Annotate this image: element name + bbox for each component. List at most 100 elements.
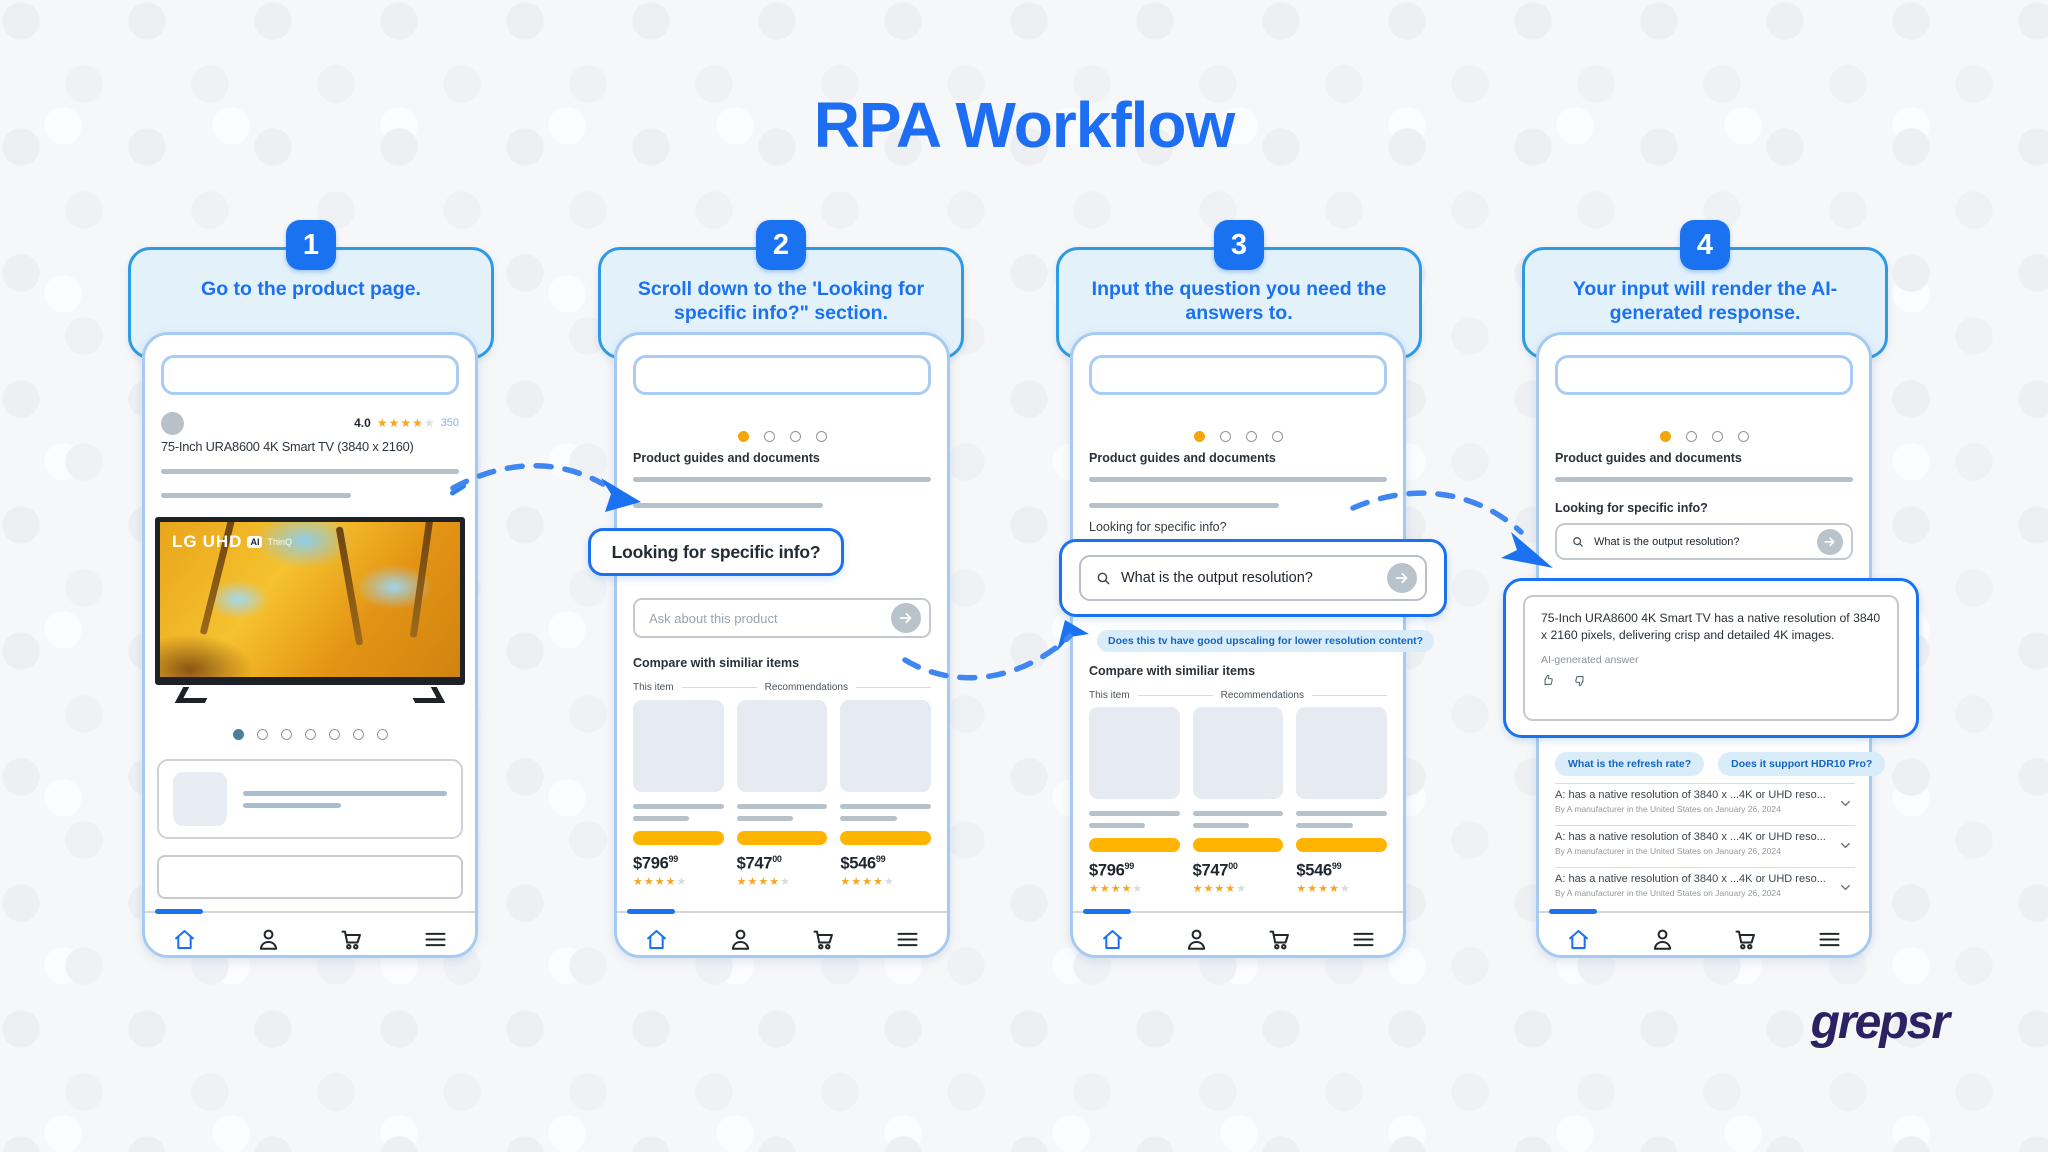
rating-stars — [1193, 884, 1284, 895]
rating-value: 4.0 — [354, 416, 371, 430]
text-placeholder-line — [633, 503, 823, 508]
menu-icon[interactable] — [1350, 926, 1377, 953]
page-dot-active[interactable] — [1659, 431, 1671, 442]
user-icon[interactable] — [727, 926, 754, 953]
action-placeholder-box — [157, 855, 463, 899]
chevron-down-icon[interactable] — [1838, 838, 1853, 853]
thumbs-up-icon[interactable] — [1541, 673, 1556, 693]
compare-product-card[interactable]: $54699 — [1296, 707, 1388, 895]
phone-mockup-1: 4.0 350 75-Inch URA8600 4K Smart TV (384… — [142, 332, 478, 958]
qa-accordion-row[interactable]: A: has a native resolution of 3840 x ...… — [1555, 825, 1855, 867]
search-input[interactable] — [1555, 355, 1853, 395]
cart-icon[interactable] — [1266, 926, 1293, 953]
cart-icon[interactable] — [810, 926, 837, 953]
buy-button-placeholder[interactable] — [1192, 838, 1284, 852]
page-dots[interactable] — [617, 431, 947, 442]
home-icon[interactable] — [171, 926, 198, 953]
star-icon — [1100, 884, 1110, 895]
price: $74700 — [1192, 861, 1238, 880]
compare-product-card[interactable]: $79699 — [633, 700, 724, 888]
suggested-question-pill[interactable]: Does this tv have good upscaling for low… — [1097, 630, 1435, 652]
page-dot[interactable] — [1685, 431, 1697, 442]
page-dot-active[interactable] — [737, 431, 749, 442]
seller-info-card — [157, 759, 463, 839]
qa-accordion-row[interactable]: A: has a native resolution of 3840 x ...… — [1555, 867, 1855, 909]
price: $74700 — [736, 854, 782, 873]
carousel-dot[interactable] — [256, 729, 268, 740]
carousel-dot[interactable] — [280, 729, 292, 740]
page-dot[interactable] — [1245, 431, 1257, 442]
looking-info-callout: Looking for specific info? — [588, 528, 844, 576]
question-input[interactable]: What is the output resolution? — [1555, 523, 1853, 560]
star-icon — [655, 877, 665, 888]
page-dot[interactable] — [1219, 431, 1231, 442]
chevron-down-icon[interactable] — [1838, 880, 1853, 895]
buy-button-placeholder[interactable] — [736, 831, 828, 845]
tv-frame: LG UHD AI ThinQ — [155, 517, 465, 685]
compare-product-card[interactable]: $54699 — [840, 700, 932, 888]
buy-button-placeholder[interactable] — [840, 831, 932, 845]
carousel-dot[interactable] — [328, 729, 340, 740]
search-input[interactable] — [161, 355, 459, 395]
chevron-down-icon[interactable] — [1838, 796, 1853, 811]
nav-divider — [145, 911, 475, 913]
search-input[interactable] — [1089, 355, 1387, 395]
submit-arrow-button[interactable] — [891, 603, 921, 633]
cart-icon[interactable] — [338, 926, 365, 953]
cart-icon[interactable] — [1732, 926, 1759, 953]
page-dot[interactable] — [1271, 431, 1283, 442]
search-input[interactable] — [633, 355, 931, 395]
user-icon[interactable] — [255, 926, 282, 953]
compare-product-card[interactable]: $74700 — [1192, 707, 1284, 895]
question-chip[interactable]: Does it support HDR10 Pro? — [1718, 752, 1886, 776]
menu-icon[interactable] — [894, 926, 921, 953]
carousel-dot[interactable] — [376, 729, 388, 740]
home-icon[interactable] — [1099, 926, 1126, 953]
buy-button-placeholder[interactable] — [633, 831, 724, 845]
user-icon[interactable] — [1649, 926, 1676, 953]
page-dot[interactable] — [789, 431, 801, 442]
page-dot-active[interactable] — [1193, 431, 1205, 442]
page-dot[interactable] — [815, 431, 827, 442]
page-dots[interactable] — [1539, 431, 1869, 442]
image-carousel-dots[interactable] — [145, 729, 475, 740]
question-chip[interactable]: What is the refresh rate? — [1555, 752, 1705, 776]
menu-icon[interactable] — [422, 926, 449, 953]
compare-product-card[interactable]: $79699 — [1089, 707, 1180, 895]
phone-mockup-3: Product guides and documents Looking for… — [1057, 332, 1447, 958]
star-icon — [1340, 884, 1350, 895]
star-icon — [1089, 884, 1099, 895]
ai-answer-label: AI-generated answer — [1541, 653, 1639, 666]
page-dot[interactable] — [1737, 431, 1749, 442]
compare-product-card[interactable]: $74700 — [736, 700, 828, 888]
carousel-dot-active[interactable] — [232, 729, 244, 740]
product-image-placeholder — [840, 700, 932, 792]
user-icon[interactable] — [1183, 926, 1210, 953]
buy-button-placeholder[interactable] — [1089, 838, 1180, 852]
carousel-dot[interactable] — [304, 729, 316, 740]
price: $79699 — [1089, 861, 1134, 880]
star-icon — [1296, 884, 1306, 895]
text-placeholder-line — [161, 469, 459, 474]
page-dots[interactable] — [1073, 431, 1403, 442]
question-input[interactable]: What is the output resolution? — [1079, 555, 1427, 601]
page-dot[interactable] — [763, 431, 775, 442]
page-dot[interactable] — [1711, 431, 1723, 442]
star-icon — [758, 877, 768, 888]
thumbs-down-icon[interactable] — [1572, 673, 1587, 693]
carousel-dot[interactable] — [352, 729, 364, 740]
home-icon[interactable] — [643, 926, 670, 953]
step-caption: Go to the product page. — [201, 278, 421, 300]
star-icon — [862, 877, 872, 888]
qa-answer-title: A: has a native resolution of 3840 x ...… — [1555, 831, 1826, 843]
ask-product-input[interactable]: Ask about this product — [633, 598, 931, 638]
review-count-link[interactable]: 350 — [440, 417, 459, 429]
qa-accordion-row[interactable]: A: has a native resolution of 3840 x ...… — [1555, 783, 1855, 825]
star-icon — [1122, 884, 1132, 895]
submit-arrow-button[interactable] — [1387, 563, 1417, 593]
buy-button-placeholder[interactable] — [1296, 838, 1388, 852]
home-icon[interactable] — [1565, 926, 1592, 953]
qa-accordion-list: A: has a native resolution of 3840 x ...… — [1555, 783, 1855, 909]
menu-icon[interactable] — [1816, 926, 1843, 953]
submit-arrow-button[interactable] — [1817, 528, 1843, 555]
